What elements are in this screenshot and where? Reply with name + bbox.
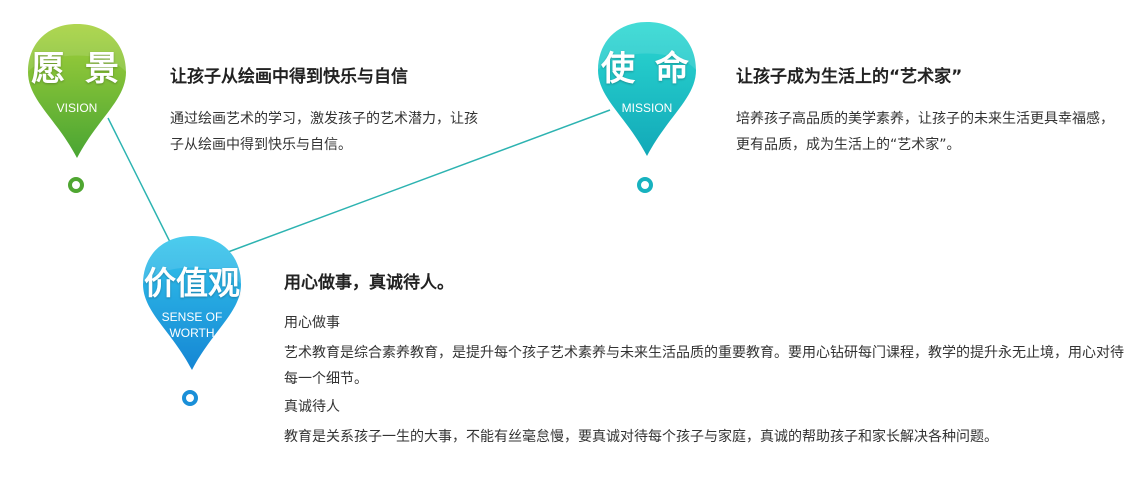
values-badge-subtitle-line1: SENSE OF (161, 310, 223, 324)
values-badge-subtitle-line2: WORTH (169, 326, 215, 340)
values-item2-text: 教育是关系孩子一生的大事，不能有丝毫怠慢，要真诚对待每个孩子与家庭，真诚的帮助孩… (284, 429, 998, 445)
vision-heading: 让孩子从绘画中得到快乐与自信 (170, 67, 408, 87)
vision-badge-title: 愿 景 (31, 49, 123, 89)
vision-badge: 愿 景 VISION (22, 20, 132, 160)
mission-badge-title: 使 命 (601, 49, 693, 89)
values-heading: 用心做事，真诚待人。 (284, 273, 454, 293)
values-item1-title: 用心做事 (284, 315, 340, 331)
values-dot (182, 390, 198, 406)
vision-dot (68, 177, 84, 193)
values-item2-title: 真诚待人 (284, 399, 340, 415)
vision-text: 通过绘画艺术的学习，激发孩子的艺术潜力，让孩子从绘画中得到快乐与自信。 (170, 111, 478, 153)
vision-badge-subtitle: VISION (56, 101, 98, 115)
values-item1-text: 艺术教育是综合素养教育，是提升每个孩子艺术素养与未来生活品质的重要教育。要用心钻… (284, 345, 1124, 387)
values-badge-title: 价值观 (143, 264, 240, 302)
mission-badge-subtitle: MISSION (621, 101, 673, 115)
mission-dot (637, 177, 653, 193)
mission-heading: 让孩子成为生活上的“艺术家” (736, 67, 963, 87)
values-badge: 价值观 SENSE OF WORTH (137, 232, 247, 372)
mission-badge: 使 命 MISSION (592, 18, 702, 158)
mission-text: 培养孩子高品质的美学素养，让孩子的未来生活更具幸福感，更有品质，成为生活上的“艺… (736, 111, 1114, 153)
